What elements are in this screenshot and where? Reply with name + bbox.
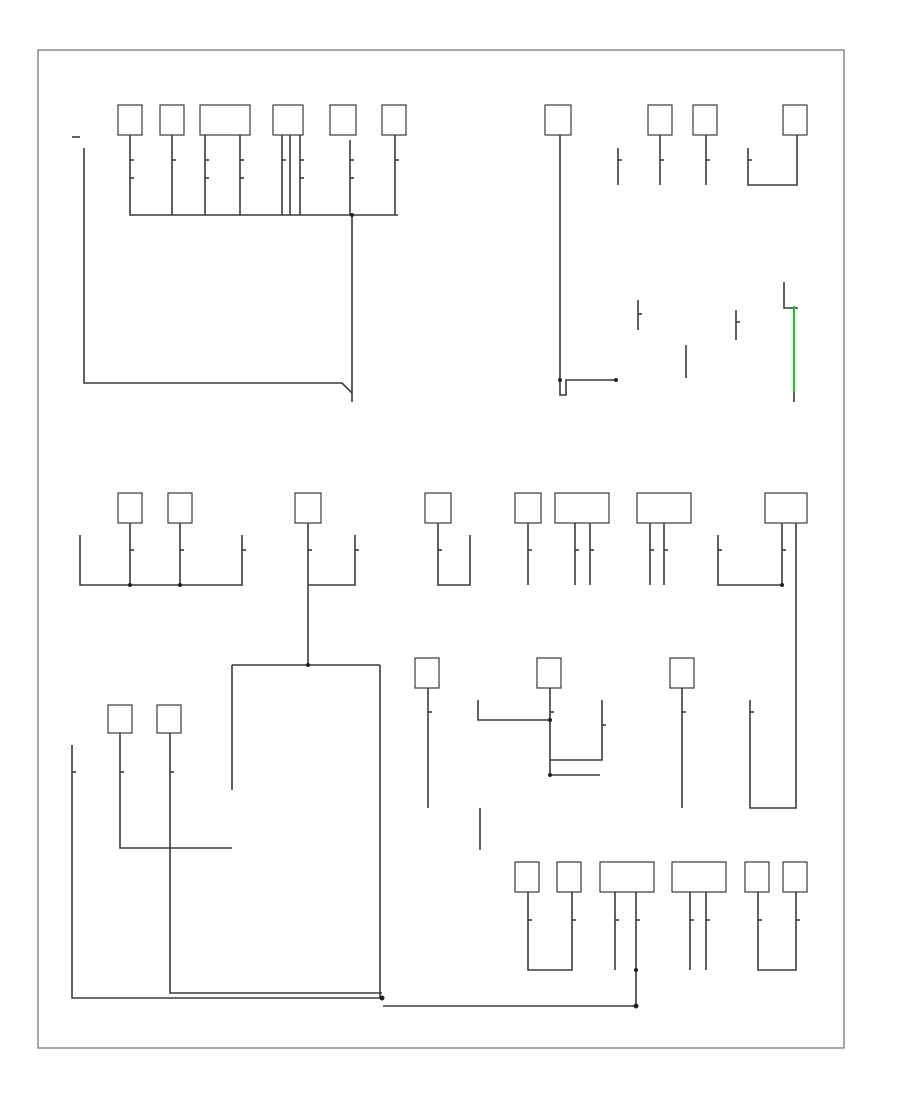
connector-box-12 — [294, 492, 322, 524]
connector-box-11 — [167, 492, 193, 524]
connector-box-25 — [599, 861, 655, 893]
splice-dot-7 — [548, 718, 552, 722]
connector-box-8 — [692, 104, 718, 136]
connector-box-27 — [744, 861, 770, 893]
wire-25 — [308, 535, 356, 586]
splice-dot-1 — [558, 378, 562, 382]
connector-box-16 — [636, 492, 692, 524]
wire-38 — [749, 523, 797, 809]
connector-box-15 — [554, 492, 610, 524]
splice-dot-5 — [306, 663, 310, 667]
wire-45 — [71, 745, 382, 999]
wire-20 — [783, 282, 798, 309]
connector-box-4 — [329, 104, 357, 136]
splice-dot-8 — [548, 773, 552, 777]
wire-48 — [527, 892, 573, 971]
splice-dot-layer — [128, 213, 784, 1009]
connector-box-10 — [117, 492, 143, 524]
wire-41 — [549, 688, 600, 776]
connector-box-26 — [671, 861, 727, 893]
connector-box-24 — [556, 861, 582, 893]
connector-layer — [107, 104, 808, 893]
wire-12 — [559, 135, 616, 396]
splice-dot-2 — [614, 378, 618, 382]
splice-dot-10 — [633, 1003, 639, 1009]
connector-box-18 — [414, 657, 440, 689]
connector-box-20 — [669, 657, 695, 689]
connector-box-9 — [782, 104, 808, 136]
splice-dot-9 — [379, 995, 385, 1001]
wire-46 — [119, 733, 232, 849]
connector-box-2 — [199, 104, 251, 136]
connector-box-5 — [381, 104, 407, 136]
splice-dot-0 — [350, 213, 354, 217]
wire-24 — [79, 535, 243, 586]
connector-box-3 — [272, 104, 304, 136]
diagram-frame — [37, 49, 845, 1049]
connector-box-14 — [514, 492, 542, 524]
connector-box-23 — [514, 861, 540, 893]
connector-box-0 — [117, 104, 143, 136]
wire-36 — [717, 535, 782, 586]
splice-dot-11 — [634, 968, 638, 972]
connector-box-19 — [536, 657, 562, 689]
wire-2 — [129, 135, 398, 216]
splice-dot-6 — [780, 583, 784, 587]
connector-box-13 — [424, 492, 452, 524]
wire-30 — [437, 523, 471, 586]
connector-box-17 — [764, 492, 808, 524]
wire-54 — [757, 892, 797, 971]
connector-box-1 — [159, 104, 185, 136]
connector-box-7 — [647, 104, 673, 136]
wire-layer — [71, 135, 800, 1007]
connector-box-21 — [107, 704, 133, 734]
wire-16 — [747, 135, 798, 186]
splice-dot-4 — [178, 583, 182, 587]
wire-47 — [169, 733, 382, 994]
wire-42 — [550, 700, 603, 761]
wire-1 — [83, 148, 353, 402]
splice-dot-3 — [128, 583, 132, 587]
wire-40 — [477, 700, 550, 721]
connector-box-28 — [782, 861, 808, 893]
connector-box-22 — [156, 704, 182, 734]
connector-box-6 — [544, 104, 572, 136]
